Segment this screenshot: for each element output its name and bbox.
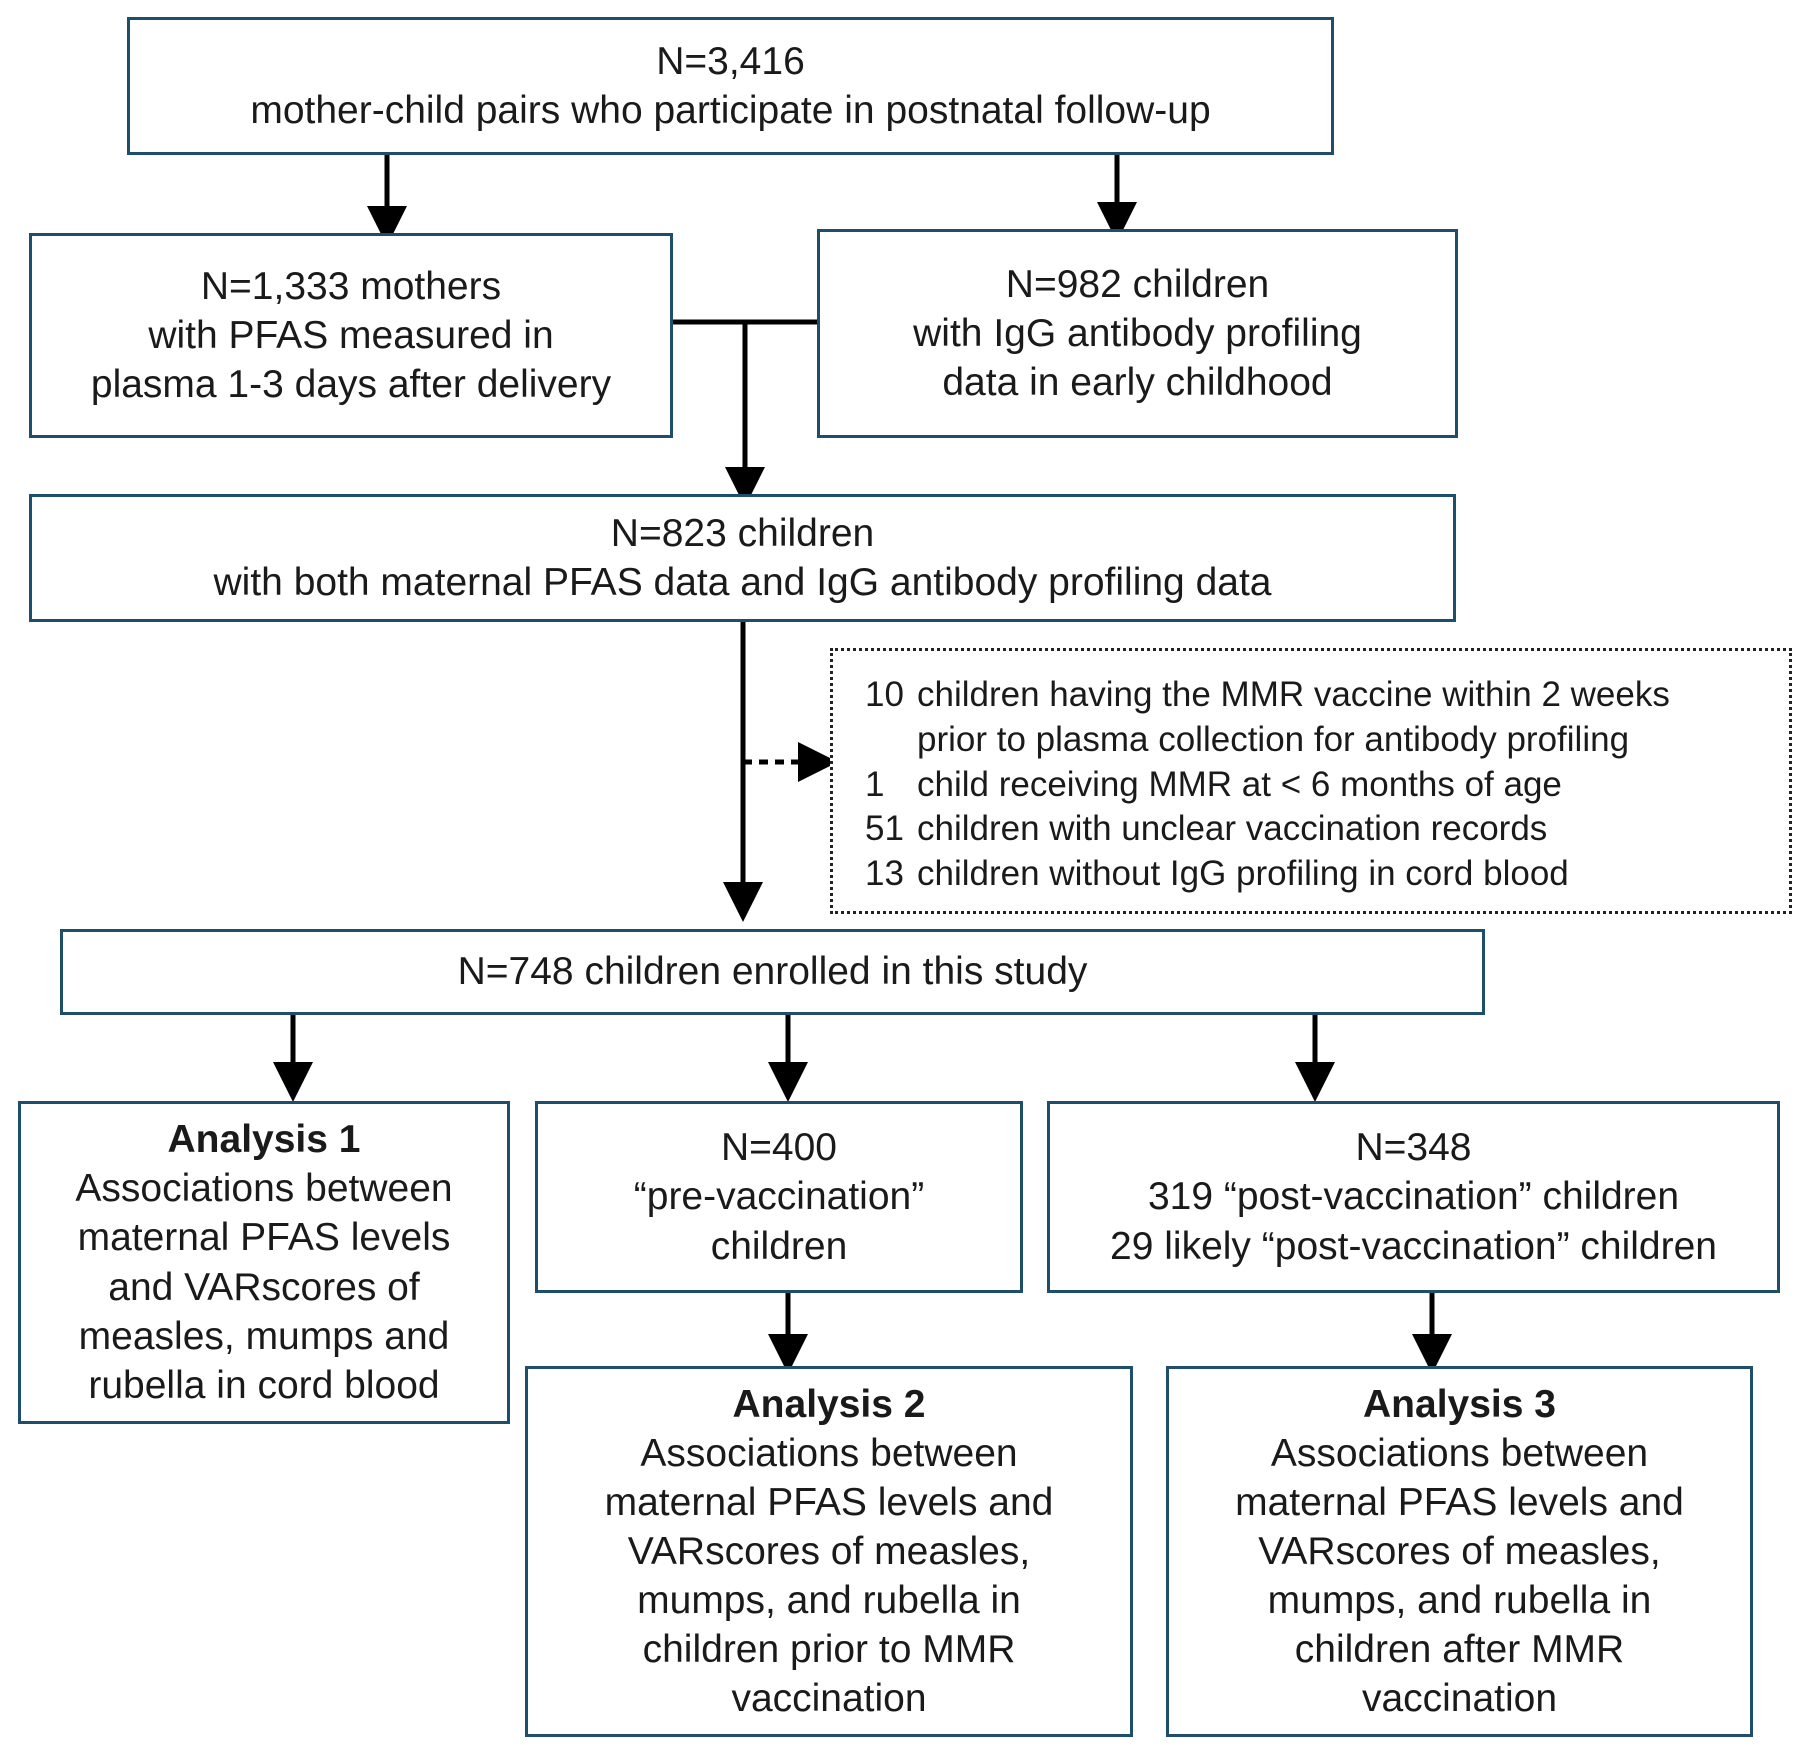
exclusion-count: 1 <box>865 764 885 804</box>
analysis1-line: measles, mumps and <box>78 1314 450 1358</box>
analysis1-box: Analysis 1 Associations between maternal… <box>18 1101 510 1424</box>
mothers-line: plasma 1-3 days after delivery <box>90 363 612 407</box>
both-data-line: N=823 children <box>610 511 875 555</box>
mothers-box: N=1,333 mothers with PFAS measured in pl… <box>29 233 673 438</box>
pre-vaccination-line: “pre-vaccination” <box>633 1175 925 1219</box>
children-igg-box: N=982 children with IgG antibody profili… <box>817 229 1458 438</box>
exclusion-text-cont: prior to plasma collection for antibody … <box>917 719 1630 759</box>
analysis3-line: maternal PFAS levels and <box>1235 1480 1684 1524</box>
analysis2-line: mumps, and rubella in <box>637 1579 1021 1623</box>
exclusion-text: child receiving MMR at < 6 months of age <box>917 764 1562 804</box>
analysis3-line: vaccination <box>1361 1677 1558 1721</box>
post-vaccination-box: N=348 319 “post-vaccination” children 29… <box>1047 1101 1780 1293</box>
analysis2-line: vaccination <box>731 1677 927 1721</box>
exclusion-text: children having the MMR vaccine within 2… <box>917 675 1670 714</box>
analysis3-line: children after MMR <box>1294 1628 1625 1672</box>
mothers-line: N=1,333 mothers <box>200 264 502 308</box>
children-igg-line: N=982 children <box>1005 262 1270 306</box>
post-vaccination-line: 319 “post-vaccination” children <box>1147 1175 1680 1219</box>
analysis3-line: Associations between <box>1270 1431 1649 1475</box>
analysis2-line: VARscores of measles, <box>627 1529 1031 1573</box>
exclusion-text: children with unclear vaccination record… <box>917 809 1548 849</box>
children-igg-line: data in early childhood <box>942 361 1333 405</box>
analysis2-line: children prior to MMR <box>642 1628 1016 1672</box>
exclusion-count: 51 <box>865 809 904 849</box>
exclusion-item: 10 children having the MMR vaccine withi… <box>865 673 1789 718</box>
exclusion-item: 51 children with unclear vaccination rec… <box>865 807 1789 852</box>
participants-box: N=3,416 mother-child pairs who participa… <box>127 17 1334 155</box>
analysis1-line: and VARscores of <box>108 1265 420 1309</box>
analysis1-line: rubella in cord blood <box>88 1363 440 1407</box>
analysis2-line: Associations between <box>640 1431 1018 1475</box>
both-data-box: N=823 children with both maternal PFAS d… <box>29 494 1456 622</box>
enrolled-box: N=748 children enrolled in this study <box>60 929 1485 1015</box>
analysis2-line: maternal PFAS levels and <box>604 1480 1054 1524</box>
exclusion-text: children without IgG profiling in cord b… <box>917 854 1569 894</box>
both-data-line: with both maternal PFAS data and IgG ant… <box>213 561 1272 604</box>
exclusion-count: 10 <box>865 675 904 714</box>
pre-vaccination-line: children <box>710 1224 848 1268</box>
pre-vaccination-line: N=400 <box>720 1126 837 1170</box>
analysis1-line: Associations between <box>75 1167 453 1211</box>
exclusions-box: 10 children having the MMR vaccine withi… <box>830 648 1792 914</box>
analysis2-title: Analysis 2 <box>732 1382 926 1426</box>
post-vaccination-line: N=348 <box>1355 1126 1472 1170</box>
analysis1-line: maternal PFAS levels <box>77 1216 451 1260</box>
analysis2-box: Analysis 2 Associations between maternal… <box>525 1366 1133 1737</box>
post-vaccination-line: 29 likely “post-vaccination” children <box>1110 1224 1717 1268</box>
exclusion-item: 1 child receiving MMR at < 6 months of a… <box>865 763 1789 808</box>
exclusion-count: 13 <box>865 854 904 894</box>
exclusion-item: 13 children without IgG profiling in cor… <box>865 852 1789 897</box>
enrolled-text: N=748 children enrolled in this study <box>457 950 1088 994</box>
analysis3-box: Analysis 3 Associations between maternal… <box>1166 1366 1753 1737</box>
analysis1-title: Analysis 1 <box>167 1118 361 1162</box>
children-igg-line: with IgG antibody profiling <box>913 311 1362 355</box>
participants-count: N=3,416 <box>656 39 805 83</box>
analysis3-line: mumps, and rubella in <box>1267 1579 1652 1623</box>
analysis3-title: Analysis 3 <box>1363 1382 1556 1426</box>
mothers-line: with PFAS measured in <box>148 313 554 357</box>
analysis3-line: VARscores of measles, <box>1258 1529 1661 1573</box>
pre-vaccination-box: N=400 “pre-vaccination” children <box>535 1101 1023 1293</box>
participants-desc: mother-child pairs who participate in po… <box>250 89 1211 132</box>
